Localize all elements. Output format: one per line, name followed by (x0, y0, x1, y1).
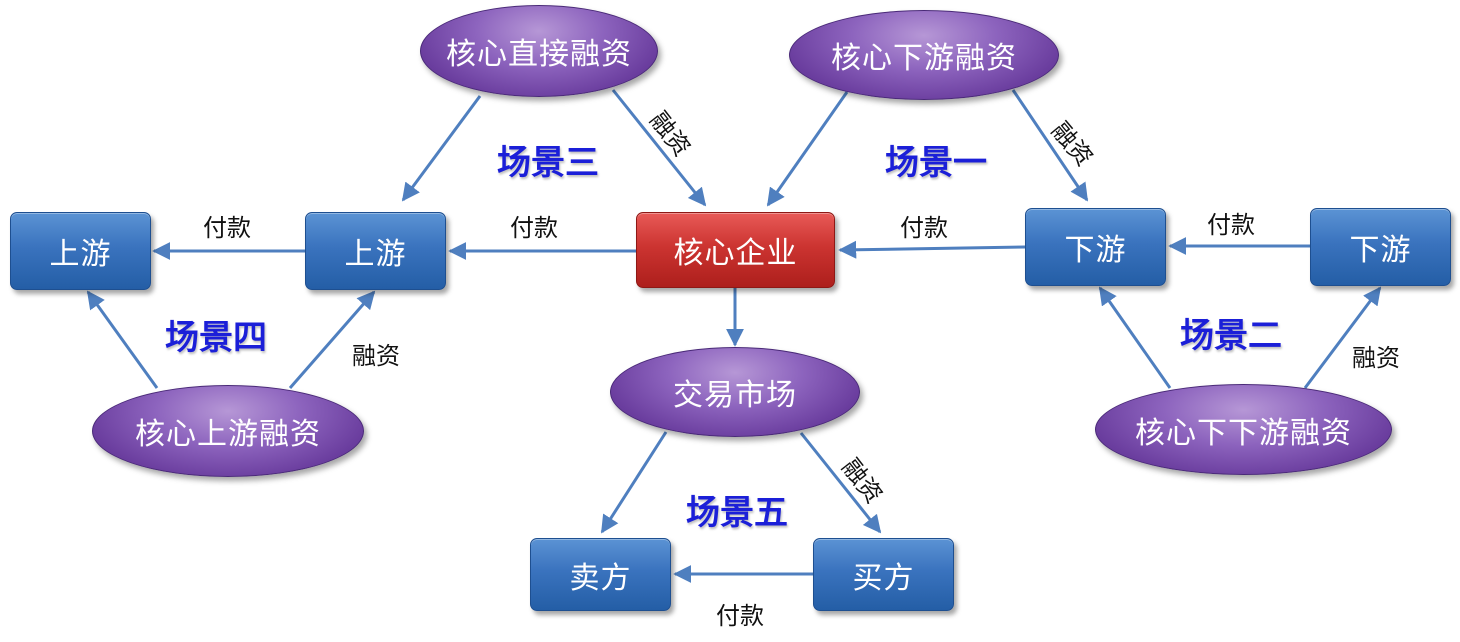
label-pay-buyer-seller: 付款 (716, 602, 764, 630)
label-pay-upstream-near: 付款 (510, 214, 558, 242)
scene-one-label: 场景一 (885, 143, 987, 183)
arrow-downstream-fin-to-core (766, 91, 849, 207)
node-downstream-far: 下游 (1310, 208, 1451, 286)
arrow-direct-fin-to-upstream-near (401, 95, 482, 202)
node-buyer: 买方 (813, 538, 954, 611)
arrow-downstream-fin-to-downstream (1011, 89, 1089, 202)
arrow-downstream-near-to-core (838, 240, 1026, 259)
arrow-downdown-fin-to-downstream-near (1098, 286, 1172, 389)
node-upstream-far: 上游 (10, 212, 151, 290)
scene-three-label: 场景三 (497, 143, 599, 183)
arrow-market-to-seller (600, 431, 668, 534)
node-seller: 卖方 (530, 538, 671, 611)
node-core-enterprise: 核心企业 (636, 212, 835, 288)
label-pay-downstream-far: 付款 (1207, 211, 1255, 239)
label-fin-down-down: 融资 (1352, 344, 1400, 372)
arrow-market-to-buyer (799, 432, 882, 534)
label-pay-upstream-far: 付款 (203, 214, 251, 242)
node-core-upstream-financing: 核心上游融资 (92, 385, 364, 477)
arrow-upstream-fin-to-upstream-far (86, 290, 159, 389)
scene-four-label: 场景四 (165, 318, 267, 358)
arrow-downdown-fin-to-downstream-far (1303, 286, 1382, 389)
node-trading-market: 交易市场 (610, 347, 860, 437)
node-core-down-down-financing: 核心下下游融资 (1095, 384, 1392, 475)
node-core-direct-financing: 核心直接融资 (420, 5, 658, 97)
arrow-direct-fin-to-core (611, 89, 707, 207)
scene-two-label: 场景二 (1180, 316, 1282, 356)
arrow-upstream-fin-to-upstream-near (288, 290, 376, 389)
node-core-downstream-financing: 核心下游融资 (789, 10, 1059, 100)
scene-five-label: 场景五 (686, 493, 788, 533)
label-fin-upstream: 融资 (352, 342, 400, 370)
label-pay-downstream-near: 付款 (900, 214, 948, 242)
node-upstream-near: 上游 (305, 212, 446, 290)
node-downstream-near: 下游 (1025, 208, 1166, 286)
